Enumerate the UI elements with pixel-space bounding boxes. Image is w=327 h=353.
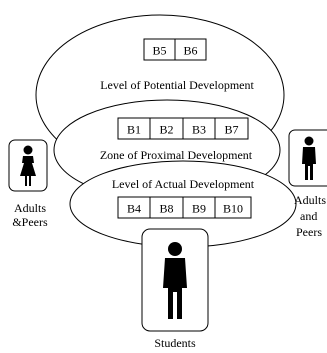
male-person-icon — [302, 136, 316, 180]
potential-title: Level of Potential Development — [100, 78, 254, 92]
actual-title: Level of Actual Development — [112, 177, 255, 191]
right-actor-label-line1: Adults — [294, 193, 326, 207]
proximal-items: B1 B2 B3 B7 — [117, 117, 249, 140]
proximal-item-b3: B3 — [192, 123, 206, 137]
right-actor-label-line3: Peers — [296, 225, 322, 239]
proximal-item-b2: B2 — [159, 123, 173, 137]
left-actor-label-line2: &Peers — [12, 215, 48, 229]
left-actor: Adults &Peers — [8, 139, 48, 229]
actual-item-b4: B4 — [127, 202, 141, 216]
actual-item-b8: B8 — [159, 202, 173, 216]
male-person-icon — [163, 242, 187, 319]
bottom-actor: Students — [141, 228, 209, 350]
left-actor-label-line1: Adults — [14, 201, 46, 215]
potential-items: B5 B6 — [143, 38, 207, 61]
proximal-item-b7: B7 — [224, 123, 238, 137]
potential-item-b5: B5 — [152, 44, 166, 58]
right-actor: Adults and Peers — [288, 129, 327, 239]
actual-item-box — [117, 196, 252, 219]
right-actor-label-line2: and — [300, 209, 317, 223]
actual-items: B4 B8 B9 B10 — [117, 196, 252, 219]
actual-item-b10: B10 — [223, 202, 243, 216]
actual-item-b9: B9 — [192, 202, 206, 216]
proximal-title: Zone of Proximal Development — [100, 148, 253, 162]
female-person-icon — [20, 145, 36, 186]
proximal-item-b1: B1 — [127, 123, 141, 137]
bottom-actor-label: Students — [154, 336, 196, 350]
potential-item-b6: B6 — [183, 44, 197, 58]
